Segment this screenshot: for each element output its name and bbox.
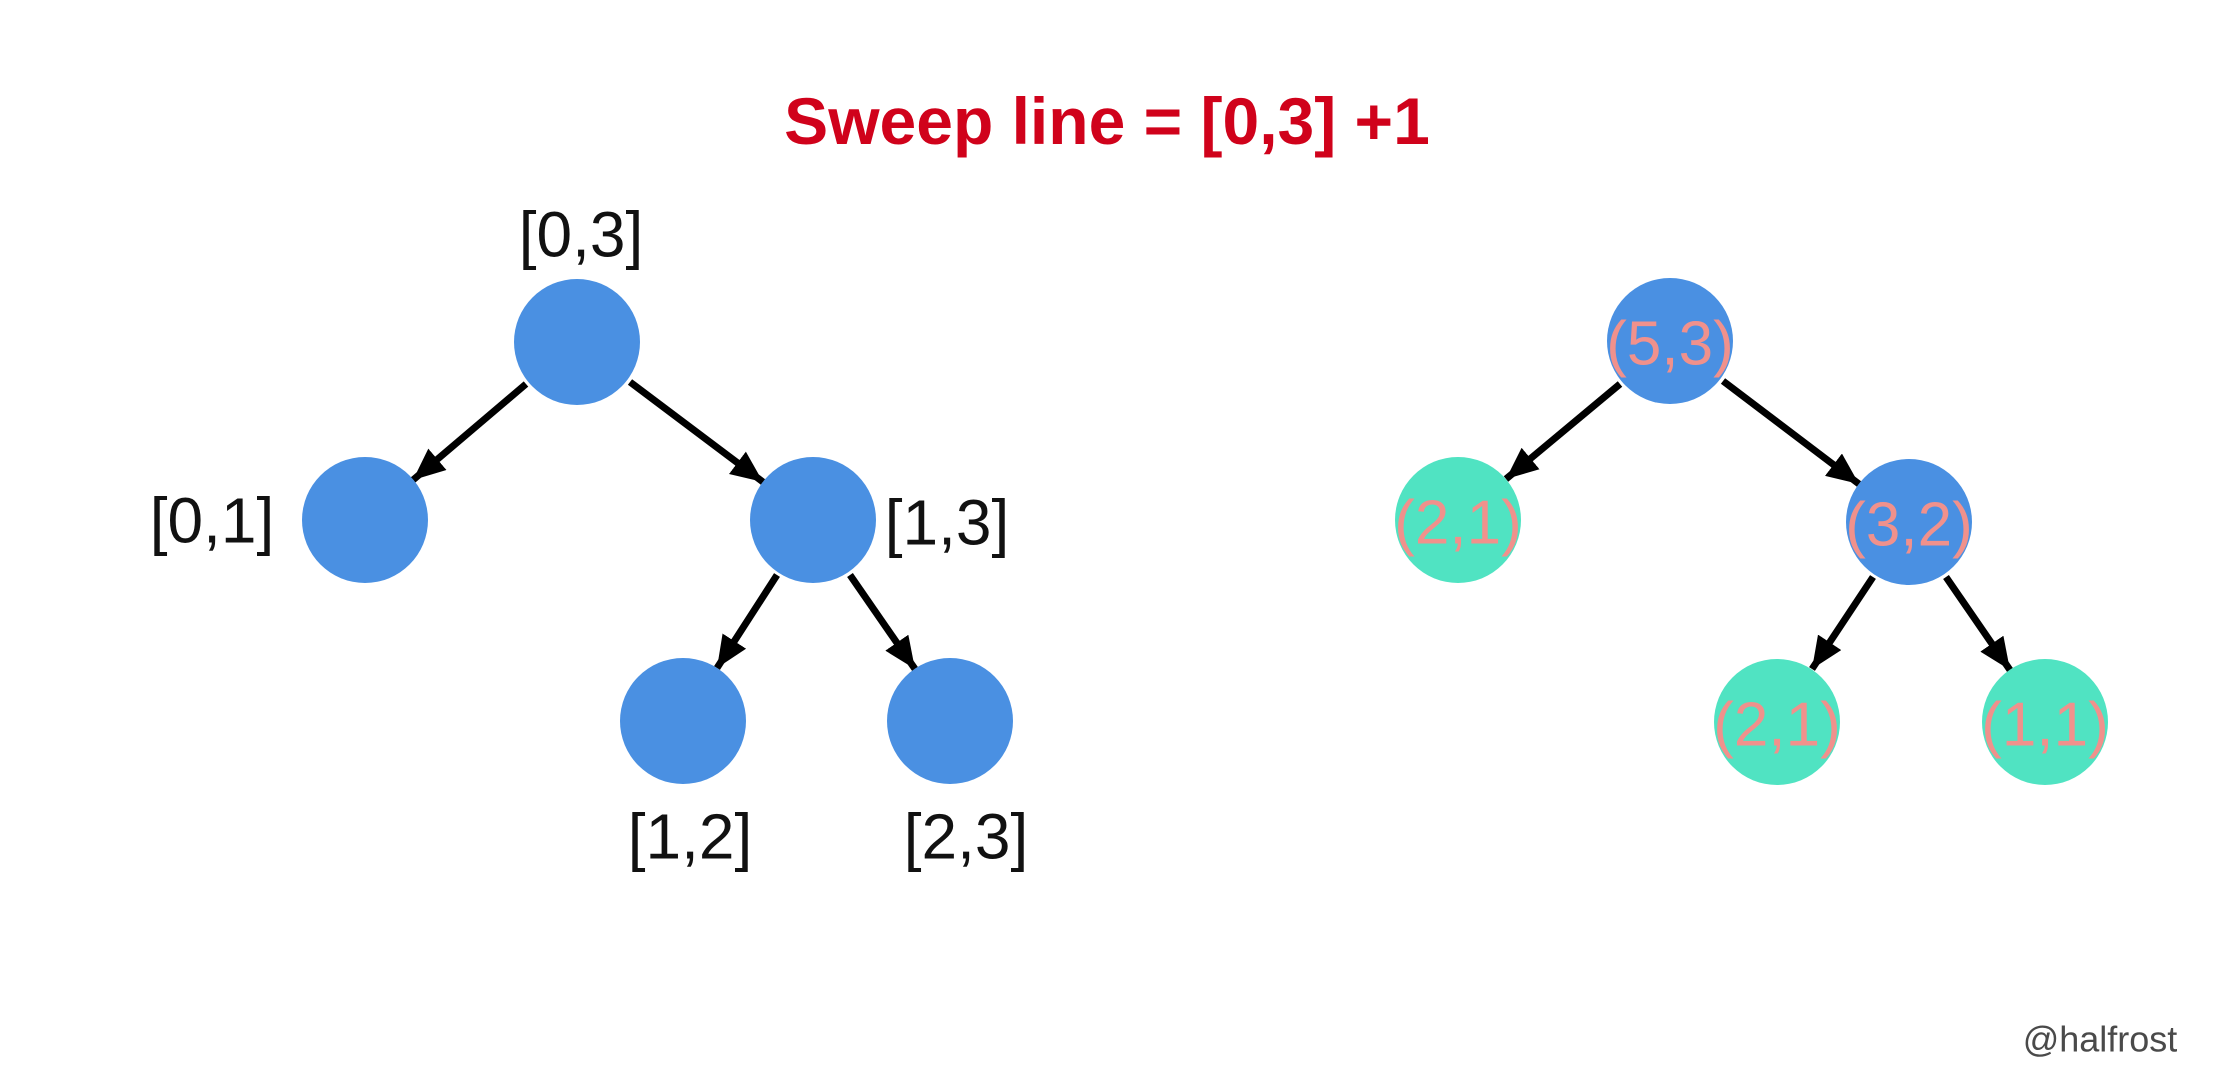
- interval-label-1-2: [1,2]: [628, 800, 753, 872]
- count-node-2-1-left: [1395, 457, 1521, 583]
- count-label-1-1: (1,1): [1981, 691, 2108, 760]
- count-label-3-2: (3,2): [1845, 491, 1972, 560]
- edge-5-3-to-3-2: [1720, 378, 1862, 487]
- watermark-halfrost: @halfrost: [2023, 1019, 2178, 1060]
- edge-0-3-to-0-1: [410, 381, 529, 483]
- edge-0-3-to-1-3: [627, 379, 766, 485]
- count-tree: (5,3) (2,1) (3,2) (2,1) (1,1): [1394, 278, 2109, 785]
- edge-3-2-to-1-1: [1943, 575, 2013, 672]
- interval-tree: [0,3] [0,1] [1,3] [1,2] [2,3]: [150, 198, 1029, 872]
- count-label-2-1-bottom: (2,1): [1713, 691, 1840, 760]
- interval-node-2-3: [887, 658, 1013, 784]
- interval-label-0-3: [0,3]: [519, 198, 644, 270]
- interval-label-1-3: [1,3]: [885, 486, 1010, 558]
- count-node-2-1-bottom: [1714, 659, 1840, 785]
- interval-node-0-3: [514, 279, 640, 405]
- edge-3-2-to-2-1: [1809, 575, 1876, 671]
- count-node-5-3: [1607, 278, 1733, 404]
- count-node-3-2: [1846, 459, 1972, 585]
- edge-1-3-to-1-2: [714, 573, 780, 670]
- count-label-5-3: (5,3): [1606, 310, 1733, 379]
- count-label-2-1-left: (2,1): [1394, 489, 1521, 558]
- interval-label-0-1: [0,1]: [150, 484, 275, 556]
- interval-node-1-3: [750, 457, 876, 583]
- interval-node-0-1: [302, 457, 428, 583]
- interval-node-1-2: [620, 658, 746, 784]
- edge-1-3-to-2-3: [847, 573, 918, 671]
- edge-5-3-to-2-1: [1503, 381, 1623, 482]
- interval-label-2-3: [2,3]: [904, 800, 1029, 872]
- count-node-1-1: [1982, 659, 2108, 785]
- page-title: Sweep line = [0,3] +1: [784, 84, 1430, 158]
